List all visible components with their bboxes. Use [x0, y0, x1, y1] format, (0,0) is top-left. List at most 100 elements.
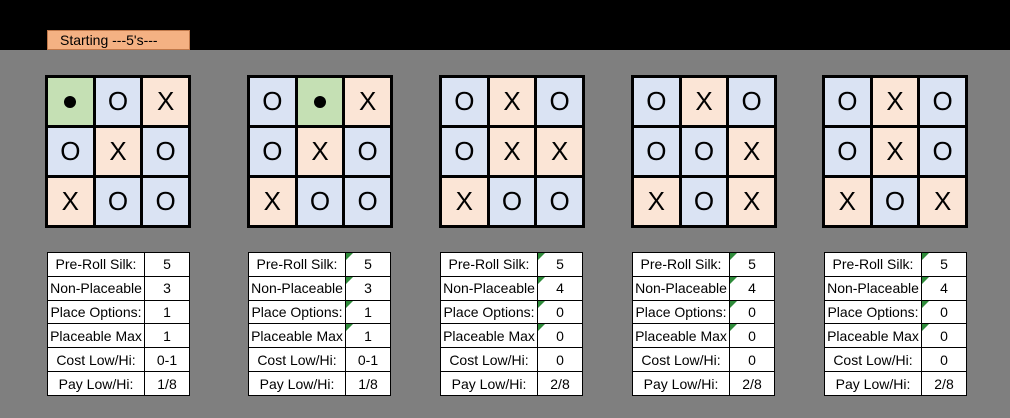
stat-value[interactable]: 1 [144, 299, 190, 325]
stat-value[interactable]: 5 [345, 252, 391, 277]
stat-value[interactable]: 5 [921, 252, 967, 277]
board-cell[interactable]: O [345, 178, 390, 225]
cell-symbol: O [837, 86, 858, 116]
board-cell[interactable]: X [250, 178, 295, 225]
board-cell[interactable]: O [681, 178, 727, 225]
board-cell[interactable]: X [537, 128, 582, 175]
cell-symbol: O [262, 136, 283, 166]
board-cell[interactable]: O [297, 178, 343, 225]
stat-value[interactable]: 1 [144, 323, 190, 349]
stat-value[interactable]: 0-1 [144, 347, 190, 373]
board-cell[interactable]: X [729, 178, 774, 225]
board-cell[interactable]: X [345, 78, 390, 125]
stat-value[interactable]: 1/8 [144, 371, 190, 396]
stats-row: Cost Low/Hi:0-1 [248, 347, 391, 373]
stat-value-text: 1 [163, 327, 171, 344]
board-cell[interactable]: O [872, 178, 918, 225]
board-cell[interactable]: O [729, 78, 774, 125]
board-cell[interactable]: X [48, 178, 93, 225]
stat-value[interactable]: 0 [537, 323, 583, 349]
stats-row: Pre-Roll Silk:5 [440, 252, 583, 277]
board-cell[interactable]: X [442, 178, 487, 225]
board-cell[interactable]: X [489, 128, 535, 175]
board-cell[interactable]: O [95, 178, 141, 225]
board-cell[interactable]: O [48, 128, 93, 175]
stat-label: Cost Low/Hi: [440, 347, 538, 373]
board-cell[interactable]: O [634, 78, 679, 125]
stat-value[interactable]: 3 [144, 275, 190, 301]
board-cell[interactable]: O [825, 78, 870, 125]
stat-value[interactable]: 1 [345, 299, 391, 325]
board-cell[interactable]: O [920, 78, 965, 125]
stat-value[interactable]: 4 [921, 275, 967, 301]
board-cell[interactable]: O [537, 78, 582, 125]
board-cell[interactable]: X [920, 178, 965, 225]
cell-symbol: O [309, 186, 331, 216]
board-cell[interactable]: X [729, 128, 774, 175]
stat-value[interactable]: 1/8 [345, 371, 391, 396]
cell-symbol: X [503, 86, 521, 116]
stat-value[interactable]: 5 [537, 252, 583, 277]
board-cell[interactable]: O [442, 128, 487, 175]
stat-value[interactable]: 5 [729, 252, 775, 277]
stat-value[interactable]: 0 [729, 323, 775, 349]
board-cell[interactable]: X [872, 78, 918, 125]
stats-row: Pre-Roll Silk:5 [632, 252, 775, 277]
board-cell[interactable]: X [143, 78, 188, 125]
stat-value[interactable]: 2/8 [921, 371, 967, 396]
board-cell[interactable]: O [634, 128, 679, 175]
stat-value[interactable]: 0 [921, 299, 967, 325]
cell-symbol: O [107, 186, 129, 216]
comment-flag-icon [346, 324, 353, 332]
board-cell[interactable]: O [143, 178, 188, 225]
board-cell[interactable]: O [250, 78, 295, 125]
stat-value[interactable]: 0 [729, 347, 775, 373]
stat-value[interactable]: 0-1 [345, 347, 391, 373]
board-cell[interactable]: X [681, 78, 727, 125]
board-cell[interactable]: O [681, 128, 727, 175]
stat-value[interactable]: 4 [537, 275, 583, 301]
stat-value[interactable]: 0 [729, 299, 775, 325]
stat-value[interactable]: 4 [729, 275, 775, 301]
board-cell[interactable]: X [825, 178, 870, 225]
stat-value[interactable]: 2/8 [729, 371, 775, 396]
board-cell[interactable] [48, 78, 93, 125]
board-cell[interactable]: X [634, 178, 679, 225]
board-cell[interactable]: X [297, 128, 343, 175]
stat-value[interactable]: 0 [537, 299, 583, 325]
board-cell[interactable]: O [250, 128, 295, 175]
board-cell[interactable]: O [345, 128, 390, 175]
stat-value-text: 1 [163, 304, 171, 321]
board-cell[interactable]: X [95, 128, 141, 175]
board-cell[interactable]: O [442, 78, 487, 125]
board-cell[interactable]: O [825, 128, 870, 175]
board-cell[interactable] [297, 78, 343, 125]
stat-value[interactable]: 2/8 [537, 371, 583, 396]
cell-symbol: X [156, 86, 175, 116]
stat-value[interactable]: 0 [921, 347, 967, 373]
cell-symbol: O [60, 136, 81, 166]
board-cell[interactable]: O [143, 128, 188, 175]
board-cell[interactable]: O [537, 178, 582, 225]
board-cell[interactable]: X [489, 78, 535, 125]
board-cell[interactable]: O [920, 128, 965, 175]
cell-symbol: O [357, 186, 378, 216]
board-cell[interactable]: O [489, 178, 535, 225]
board-cell[interactable]: O [95, 78, 141, 125]
stat-value[interactable]: 1 [345, 323, 391, 349]
stat-label: Placeable Max [47, 323, 145, 349]
board-cell[interactable]: X [872, 128, 918, 175]
stat-value-text: 1 [364, 304, 372, 321]
comment-flag-icon [730, 300, 737, 308]
stat-value[interactable]: 0 [537, 347, 583, 373]
stat-value[interactable]: 5 [144, 252, 190, 277]
stat-value[interactable]: 0 [921, 323, 967, 349]
stat-value[interactable]: 3 [345, 275, 391, 301]
stat-value-text: 4 [940, 280, 948, 297]
